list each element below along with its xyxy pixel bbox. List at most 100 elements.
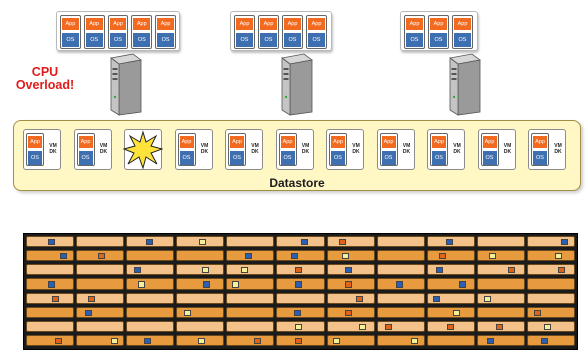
vmdk-label: VMDK <box>251 143 259 155</box>
disk-drive <box>176 320 225 332</box>
os-block: OS <box>133 33 151 47</box>
vmdk-label: VMDK <box>301 143 310 155</box>
drive-indicator <box>203 281 211 288</box>
os-block: OS <box>62 33 79 47</box>
drive-indicator <box>198 239 206 246</box>
os-block: OS <box>482 151 497 165</box>
app-block: App <box>432 136 446 148</box>
drive-indicator <box>433 295 441 302</box>
vmdk-label: VMDK <box>200 143 209 155</box>
vmdk-label: VMDK <box>49 143 57 155</box>
disk-drive <box>176 236 225 248</box>
drive-indicator <box>458 281 466 288</box>
drive-indicator <box>345 309 353 316</box>
vmdk-label: VMDK <box>352 143 360 155</box>
disk-drive <box>226 264 275 276</box>
os-block: OS <box>331 151 345 165</box>
disk-drive <box>76 236 125 248</box>
disk-drive <box>126 278 175 290</box>
disk-drive <box>126 236 175 248</box>
drive-indicator <box>544 323 552 330</box>
app-block: App <box>157 18 174 30</box>
app-block: App <box>331 136 345 148</box>
drive-indicator <box>294 337 302 344</box>
disk-drive <box>176 306 225 318</box>
os-block: OS <box>284 33 301 47</box>
drive-indicator <box>201 267 209 274</box>
disk-drive <box>226 292 275 304</box>
drive-indicator <box>411 337 419 344</box>
disk-drive <box>476 236 525 248</box>
drive-indicator <box>446 239 454 246</box>
drive-indicator <box>356 295 364 302</box>
drive-indicator <box>87 295 95 302</box>
disk-drive <box>26 320 75 332</box>
drive-indicator <box>453 309 461 316</box>
disk-drive <box>326 264 375 276</box>
disk-drive <box>476 278 525 290</box>
drive-indicator <box>293 309 301 316</box>
drive-indicator <box>385 323 393 330</box>
disk-drive <box>376 292 425 304</box>
drive-indicator <box>59 253 67 260</box>
disk-drive <box>76 250 125 262</box>
drive-indicator <box>253 337 261 344</box>
drive-indicator <box>435 267 443 274</box>
disk-drive <box>126 264 175 276</box>
os-block: OS <box>430 33 447 47</box>
os-block: OS <box>236 33 253 47</box>
disk-drive <box>76 292 125 304</box>
drive-indicator <box>54 337 62 344</box>
drive-indicator <box>110 337 118 344</box>
app-block: App <box>430 18 447 30</box>
disk-drive <box>276 278 325 290</box>
disk-drive <box>326 320 375 332</box>
drive-indicator <box>301 239 309 246</box>
app-block: App <box>308 18 325 30</box>
disk-drive <box>276 306 325 318</box>
drive-indicator <box>446 323 454 330</box>
drive-indicator <box>344 267 352 274</box>
disk-drive <box>176 292 225 304</box>
os-block: OS <box>179 151 194 165</box>
drive-indicator <box>133 267 141 274</box>
disk-drive <box>376 250 425 262</box>
drive-indicator <box>146 239 154 246</box>
disk-drive <box>126 292 175 304</box>
os-block: OS <box>157 33 174 47</box>
disk-drive <box>26 278 75 290</box>
disk-drive <box>126 250 175 262</box>
drive-indicator <box>47 281 55 288</box>
drive-indicator <box>338 239 346 246</box>
disk-drive <box>526 306 575 318</box>
app-block: App <box>78 136 93 148</box>
disk-drive <box>276 250 325 262</box>
disk-drive <box>426 306 475 318</box>
drive-indicator <box>291 253 299 260</box>
disk-drive <box>226 320 275 332</box>
app-block: App <box>230 136 244 148</box>
disk-drive <box>426 292 475 304</box>
os-block: OS <box>78 151 93 165</box>
disk-drive <box>76 306 125 318</box>
os-block: OS <box>85 33 103 47</box>
